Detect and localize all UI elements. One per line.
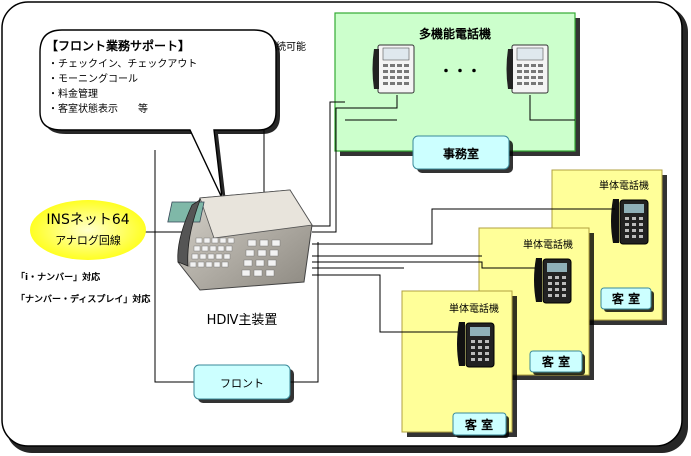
room-label: 客 室 [611,291,640,306]
multi-phone-icon [372,44,415,94]
office-label-box [412,135,510,170]
isdn-ellipse [30,200,146,260]
front-label: フロント [220,377,264,390]
speech-bubble [39,29,280,202]
single-phone-icon [611,199,649,245]
feature-label: 「ナンバー・ディスプレイ」対応 [16,293,150,305]
feature-label: 「i・ナンバー」対応 [16,271,100,283]
speech-item: ・チェックイン、チェックアウト [48,58,197,70]
speech-item: ・モーニングコール [48,72,138,85]
room-label-box [452,412,507,436]
phones-ellipsis: ・・・ [439,64,481,80]
room-label: 客 室 [541,354,570,369]
main-unit-icon [167,189,313,291]
speech-title: 【フロント業務サポート】 [46,38,190,53]
room-label-box [529,350,583,373]
room-phone-label: 単体電話機 [523,238,573,251]
isdn-line1: INSネット64 [46,212,129,228]
main-unit-label: HDⅣ主装置 [207,313,278,328]
room-phone-label: 単体電話機 [449,302,499,315]
connection-lines [154,92,615,383]
multi-phone-icon [506,44,549,94]
single-phone-icon [457,322,495,368]
room-label-box [600,287,652,310]
speech-item: ・料金管理 [48,87,98,100]
room-phone-label: 単体電話機 [599,179,649,192]
front-label-box [193,364,291,400]
isdn-line2: アナログ回線 [55,233,121,247]
office-label: 事務室 [443,146,479,161]
multi-phone-title: 多機能電話機 [419,26,491,41]
speech-item: ・客室状態表示 等 [48,102,148,115]
single-phone-icon [534,258,572,304]
room-label: 客 室 [464,417,493,432]
